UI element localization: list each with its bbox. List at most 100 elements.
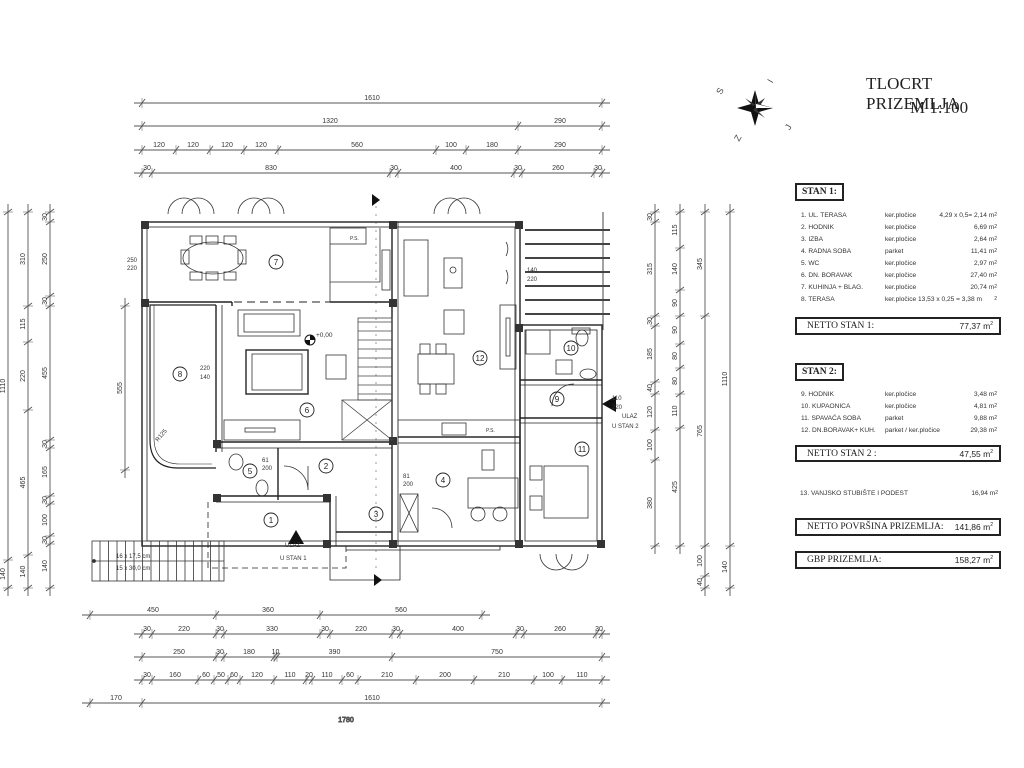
room-finish: parket <box>885 248 904 255</box>
room-finish: ker.pločice <box>885 260 917 267</box>
dimension-label: 180 <box>486 142 498 149</box>
dimension-label: 330 <box>266 626 278 633</box>
room-number: 6 <box>305 406 310 415</box>
room-number: 8 <box>178 370 183 379</box>
dimension-label: 210 <box>381 672 393 679</box>
dimension-label: 120 <box>221 142 233 149</box>
window-7-height: 220 <box>127 266 138 272</box>
gbp-total-value: 158,27 m2 <box>954 555 993 565</box>
room-finish: ker.pločice <box>885 224 917 231</box>
dimension-label: 170 <box>110 695 122 702</box>
dimension-label: 555 <box>117 382 124 394</box>
dimension-label: 30 <box>647 317 654 325</box>
netto-total-label: NETTO POVRŠINA PRIZEMLJA: <box>807 522 944 532</box>
netto-stan2-box: NETTO STAN 2 : 47,55 m2 <box>795 445 1001 462</box>
u-stan-1-label: U STAN 1 <box>280 556 307 562</box>
room-area: 2,64 m2 <box>974 236 997 243</box>
dimension-label: 110 <box>321 672 332 679</box>
room-finish: ker.pločice <box>885 391 917 398</box>
dimension-label: 50 <box>217 672 225 679</box>
dimension-label: 765 <box>697 425 704 437</box>
stan1-header: STAN 1: <box>795 183 844 201</box>
dimension-label: 185 <box>647 348 654 360</box>
dimension-label: 160 <box>169 672 181 679</box>
room-name: 11. SPAVAĆA SOBA <box>801 415 861 422</box>
walls <box>141 221 603 581</box>
room-name: 3. IZBA <box>801 236 823 243</box>
dimension-label: 30 <box>390 165 398 172</box>
room-area: 6,69 m2 <box>974 224 997 231</box>
room-name: 8. TERASA <box>801 296 835 303</box>
drawing-title: TLOCRT PRIZEMLJA <box>866 74 960 113</box>
dimension-label: 220 <box>178 626 190 633</box>
door-12-width: 140 <box>527 268 538 274</box>
dimension-label: 560 <box>351 142 363 149</box>
dimension-label: 345 <box>697 258 704 270</box>
entry-arrow-stan2 <box>602 396 616 412</box>
dimension-label: 110 <box>576 672 587 679</box>
ulaz-label-2: ULAZ <box>622 414 638 420</box>
dimension-label: 180 <box>243 649 255 656</box>
dimension-label: 140 <box>42 560 49 572</box>
dimension-label: 210 <box>498 672 510 679</box>
dimension-label: 30 <box>143 165 151 172</box>
room-number-circle <box>472 350 488 366</box>
netto-stan2-value: 47,55 m2 <box>959 448 994 459</box>
dimension-label: 80 <box>672 377 679 385</box>
door-ulaz2-width: 110 <box>612 396 622 402</box>
room-name: 5. WC <box>801 260 820 267</box>
dimension-label: 30 <box>42 297 49 305</box>
netto-stan1-value: 77,37 m2 <box>959 321 994 331</box>
dimension-label: 30 <box>42 213 49 221</box>
dimension-label: 60 <box>202 672 210 679</box>
compass-rose-icon <box>737 90 773 126</box>
dimension-label: 115 <box>672 224 679 235</box>
dimension-label: 1610 <box>364 95 380 102</box>
dimension-label: 310 <box>20 253 27 265</box>
door-ulaz2-height: 220 <box>612 405 623 411</box>
dimension-label: 110 <box>672 405 679 416</box>
level-label: +0,00 <box>316 332 333 339</box>
dimension-label: 120 <box>255 142 267 149</box>
dimension-label: 30 <box>595 626 603 633</box>
dimension-label: 250 <box>173 649 185 656</box>
room-finish: ker.pločice <box>885 212 917 219</box>
stairs-spec-2: 15 x 30,0 cm <box>116 566 150 572</box>
dimension-label: 90 <box>672 299 679 307</box>
room-finish: ker.pločice <box>885 284 917 291</box>
dimension-label: 30 <box>143 626 151 633</box>
interior-stairs <box>341 317 393 441</box>
room-area: 20,74 m2 <box>970 284 997 291</box>
dimension-label: 80 <box>672 352 679 360</box>
room-name: 9. HODNIK <box>801 391 834 398</box>
netto-stan1-label: NETTO STAN 1: <box>807 321 875 331</box>
stairs-spec-1: 16 x 17,5 cm <box>116 554 150 560</box>
dimension-label: 140 <box>0 568 7 580</box>
outer-wall-east-wing <box>519 324 603 547</box>
dimension-label: 830 <box>265 165 277 172</box>
room-number-circle <box>268 254 284 270</box>
window-8-height: 140 <box>200 375 211 381</box>
dimension-label: 465 <box>20 477 27 489</box>
dimension-label: 380 <box>647 497 654 509</box>
dimension-label: 560 <box>395 607 407 614</box>
extra-room-area: 16,94 m2 <box>971 490 998 497</box>
external-stairs <box>91 540 225 582</box>
dimension-label: 10 <box>272 649 280 656</box>
u-stan-2-label: U STAN 2 <box>612 424 639 430</box>
dimension-label: 750 <box>491 649 503 656</box>
room-number-circle <box>563 340 579 356</box>
level-marker-icon <box>304 334 316 346</box>
dimension-label: 140 <box>722 561 729 573</box>
room-number: 10 <box>567 344 576 353</box>
room-number-circle <box>368 506 384 522</box>
room-area: 11,41 m2 <box>970 248 997 255</box>
room-number-circle <box>574 441 590 457</box>
dimension-label: 90 <box>672 326 679 334</box>
pillars <box>141 221 605 548</box>
ps-label-1: P.S. <box>350 236 359 242</box>
room-area: 4,29 x 0,5= 2,14 m2 <box>939 212 997 219</box>
netto-stan1-box: NETTO STAN 1: 77,37 m2 <box>795 317 1001 335</box>
dimension-label: 100 <box>42 514 49 526</box>
